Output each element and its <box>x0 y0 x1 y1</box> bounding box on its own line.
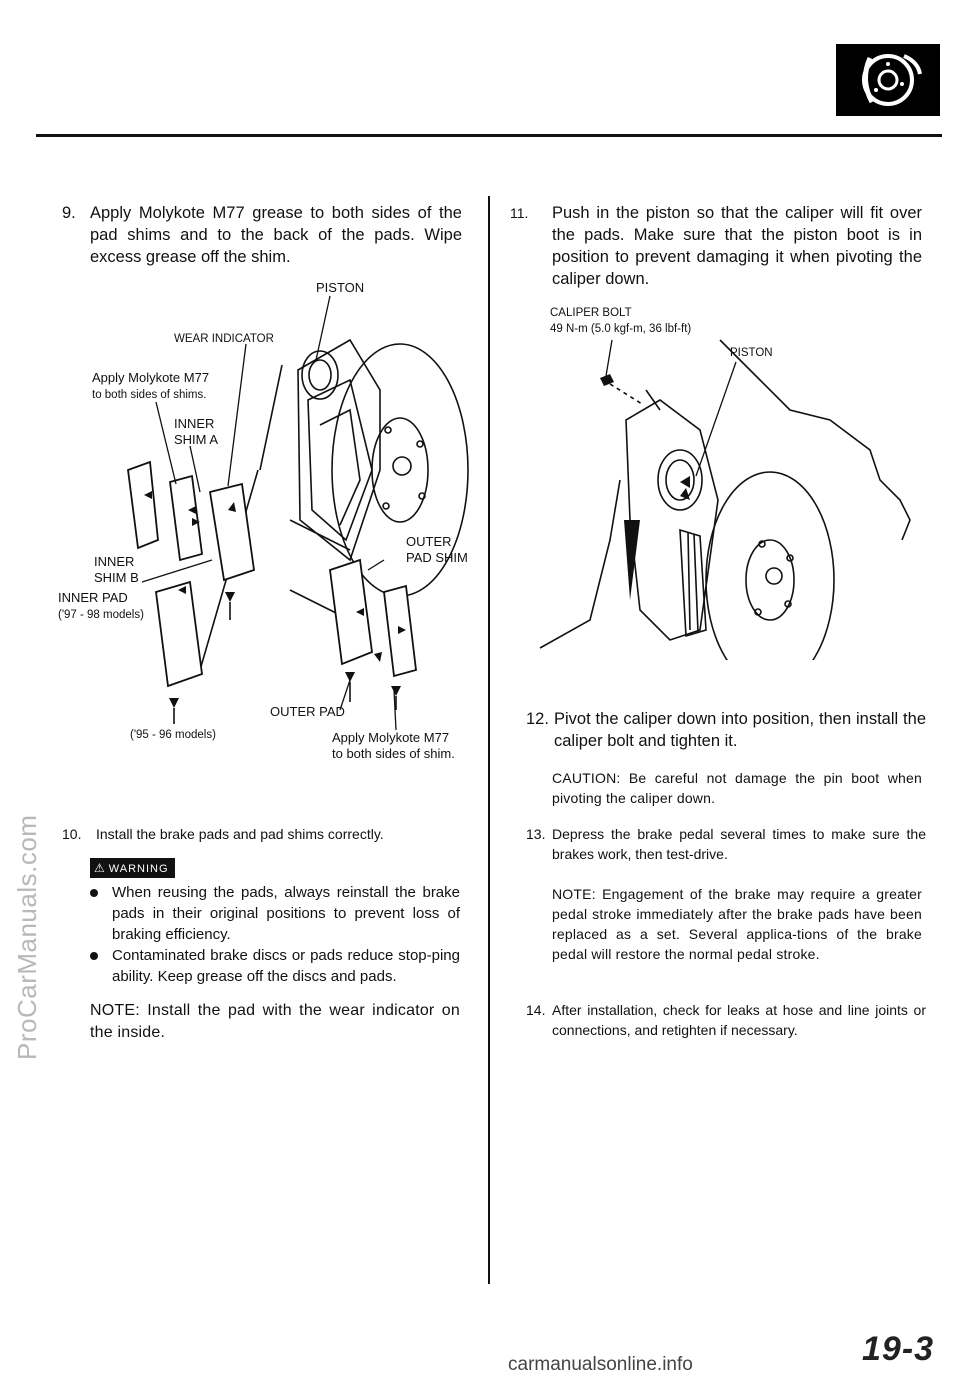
list-item: When reusing the pads, always reinstall … <box>90 882 460 945</box>
step-12: 12. Pivot the caliper down into position… <box>526 708 926 752</box>
footer-site: carmanualsonline.info <box>508 1354 693 1375</box>
step-number: 9. <box>62 204 76 222</box>
label-piston: PISTON <box>730 347 773 359</box>
label-apply-shims-1: Apply Molykote M77 <box>92 370 209 385</box>
bullet-icon <box>90 952 98 960</box>
note-wear-indicator: NOTE: Install the pad with the wear indi… <box>90 1002 460 1041</box>
label-inner-pad: INNER PAD <box>58 590 128 605</box>
warning-text: When reusing the pads, always reinstall … <box>112 884 460 943</box>
label-outer-pad-shim-1: OUTER <box>406 534 452 549</box>
warning-label: WARNING <box>108 863 169 875</box>
label-models-97-98: ('97 - 98 models) <box>58 609 144 621</box>
step-11: 11. Push in the piston so that the calip… <box>510 202 922 290</box>
label-models-95-96: ('95 - 96 models) <box>130 729 216 741</box>
label-outer-pad-shim-2: PAD SHIM <box>406 550 468 565</box>
brake-disc-icon <box>836 44 940 116</box>
label-inner-shim-a-2: SHIM A <box>174 432 218 447</box>
step-text: Push in the piston so that the caliper w… <box>552 204 922 288</box>
page-number: 19-3 <box>862 1330 935 1368</box>
label-outer-pad: OUTER PAD <box>270 704 345 719</box>
warning-triangle-icon: ⚠ <box>94 861 106 875</box>
step-number: 10. <box>62 826 82 842</box>
step-text: Install the brake pads and pad shims cor… <box>96 826 384 842</box>
step-14: 14. After installation, check for leaks … <box>526 1000 926 1040</box>
step-number: 14. <box>526 1002 546 1018</box>
step-text: Pivot the caliper down into position, th… <box>554 710 926 750</box>
label-caliper-bolt: CALIPER BOLT <box>550 307 632 319</box>
warning-badge: ⚠WARNING <box>90 858 175 878</box>
warning-text: Contaminated brake discs or pads reduce … <box>112 947 460 985</box>
step-number: 12. <box>526 710 549 728</box>
pad-shim-figure: PISTON WEAR INDICATOR Apply Molykote M77… <box>58 280 469 761</box>
step-text: After installation, check for leaks at h… <box>552 1002 926 1038</box>
label-inner-shim-b-1: INNER <box>94 554 134 569</box>
step-13: 13. Depress the brake pedal several time… <box>526 824 926 864</box>
label-apply-shim-1: Apply Molykote M77 <box>332 730 449 745</box>
step-10: 10. Install the brake pads and pad shims… <box>62 824 462 844</box>
label-inner-shim-a-1: INNER <box>174 416 214 431</box>
label-apply-shims-2: to both sides of shims. <box>92 389 206 401</box>
label-wear-indicator: WEAR INDICATOR <box>174 333 274 345</box>
watermark: ProCarManuals.com <box>12 814 42 1060</box>
step-text: Depress the brake pedal several times to… <box>552 826 926 862</box>
note-engagement: NOTE: Engagement of the brake may requir… <box>552 886 922 962</box>
label-torque: 49 N-m (5.0 kgf-m, 36 lbf-ft) <box>550 323 691 335</box>
label-apply-shim-2: to both sides of shim. <box>332 746 455 761</box>
column-divider <box>488 196 490 1284</box>
step-number: 13. <box>526 826 546 842</box>
list-item: Contaminated brake discs or pads reduce … <box>90 945 460 987</box>
header-rule <box>36 134 942 137</box>
label-inner-shim-b-2: SHIM B <box>94 570 139 585</box>
bullet-icon <box>90 889 98 897</box>
step-number: 11. <box>510 205 529 221</box>
warning-list: When reusing the pads, always reinstall … <box>90 882 460 987</box>
step-9: 9. Apply Molykote M77 grease to both sid… <box>62 202 462 268</box>
caliper-figure: CALIPER BOLT 49 N-m (5.0 kgf-m, 36 lbf-f… <box>539 307 911 660</box>
caution-text: CAUTION: Be careful not damage the pin b… <box>552 770 922 806</box>
step-text: Apply Molykote M77 grease to both sides … <box>90 204 462 266</box>
label-piston: PISTON <box>316 280 364 295</box>
